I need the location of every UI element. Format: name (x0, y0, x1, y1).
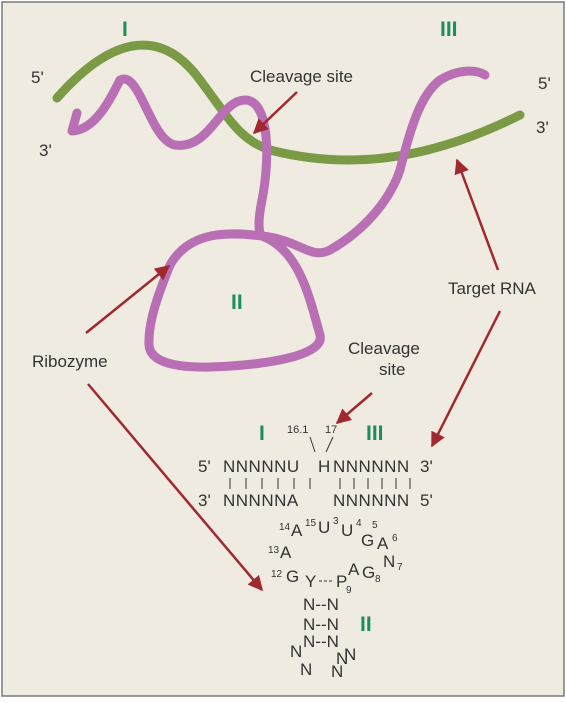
core-P: P (336, 572, 347, 591)
loop-N-right1: N (336, 649, 348, 668)
num-6: 6 (392, 533, 398, 544)
stem-pair-1: N--N (303, 595, 339, 614)
stem-pair-3: N--N (303, 632, 339, 651)
top-strand-right: NNNNNN (333, 457, 410, 476)
base-pair-ticks (229, 478, 411, 489)
num-4: 4 (356, 518, 362, 529)
core-U15: U (318, 518, 330, 537)
purple-3prime-end: 3' (39, 141, 52, 160)
loop-N-right2: N (344, 645, 356, 664)
core-U3: U (341, 521, 353, 540)
num-12: 12 (271, 569, 283, 580)
top-strand-left: NNNNNU (223, 457, 300, 476)
green-5prime-end: 5' (31, 68, 44, 87)
loop-N-right3: N (331, 662, 343, 681)
core-A8: A (348, 560, 360, 579)
num-7: 7 (397, 562, 403, 573)
core-G4: G (361, 531, 374, 550)
seq-helix-label-I: I (259, 422, 265, 445)
bottom-strand-right: NNNNNN (333, 491, 410, 510)
target-arrow-bottom (430, 310, 502, 448)
core-A5: A (377, 534, 389, 553)
bottom-strand-3prime: 3' (198, 491, 211, 510)
core-A13: A (280, 543, 292, 562)
helix-label-II: II (231, 291, 243, 314)
num-14: 14 (279, 522, 291, 533)
bottom-strand-5prime: 5' (420, 491, 433, 510)
num-3: 3 (333, 516, 339, 527)
position-16-1: 16.1 (287, 424, 308, 436)
ribozyme-strand (67, 66, 490, 372)
core-N7: N (383, 552, 395, 571)
cleavage-arrow-top (252, 91, 298, 135)
num-5: 5 (372, 520, 378, 531)
green-3prime-end: 3' (536, 118, 549, 137)
tick-17 (325, 436, 334, 453)
core-A14: A (291, 521, 303, 540)
tick-16-1 (309, 436, 316, 453)
ribozyme-arrow-bottom (87, 383, 263, 592)
cleavage-arrow-bottom (335, 392, 373, 424)
num-9: 9 (346, 585, 352, 596)
top-strand-middle: H (318, 457, 330, 476)
seq-helix-label-III: III (366, 422, 384, 445)
num-13: 13 (268, 545, 280, 556)
helix-label-I: I (122, 18, 128, 41)
purple-5prime-end: 5' (538, 74, 551, 93)
bottom-strand-left: NNNNNA (223, 491, 299, 510)
num-8: 8 (375, 574, 381, 585)
loop-N-left2: N (300, 660, 312, 679)
stem-pair-2: N--N (303, 615, 339, 634)
core-G8: G (362, 563, 375, 582)
top-strand-3prime: 3' (420, 457, 433, 476)
num-15: 15 (305, 518, 317, 529)
helix-label-III: III (440, 18, 458, 41)
top-strand-5prime: 5' (198, 457, 211, 476)
ribozyme-arrow-top (85, 265, 171, 334)
cleavage-label-line1: Cleavage (348, 339, 420, 358)
target-rna-label: Target RNA (448, 279, 537, 298)
position-17: 17 (325, 424, 337, 436)
core-G12: G (286, 567, 299, 586)
cleavage-site-label: Cleavage site (250, 67, 353, 86)
core-Y: Y (305, 572, 316, 591)
target-arrow-top (454, 158, 500, 271)
seq-helix-label-II: II (360, 613, 372, 636)
ribozyme-label: Ribozyme (32, 352, 108, 371)
loop-N-left1: N (290, 642, 302, 661)
cleavage-label-line2: site (379, 360, 405, 379)
